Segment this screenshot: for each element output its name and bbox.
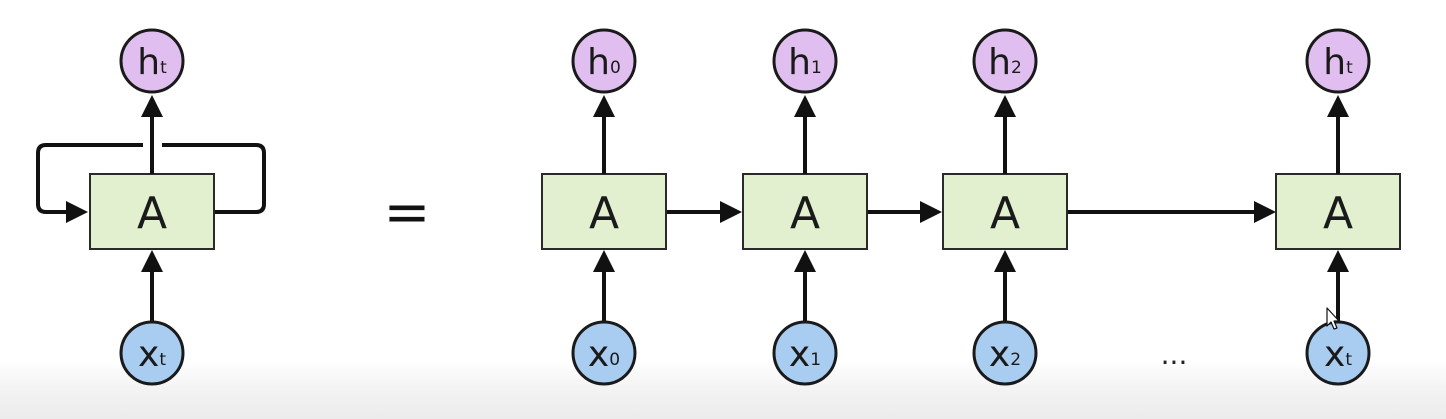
output-node <box>972 28 1038 94</box>
folded-cell-label: A <box>137 188 167 239</box>
mouse-cursor-icon <box>1326 307 1340 330</box>
timestep-2: A h2 x2 <box>942 28 1068 386</box>
folded-rnn: A ht xt <box>36 28 266 386</box>
unrolled-rnn: A h0 x0 A h1 x1 A <box>541 28 1401 386</box>
hidden-state-arrowhead <box>720 201 742 223</box>
cell-label: A <box>1323 188 1353 239</box>
input-arrowhead <box>593 250 615 272</box>
recurrent-loop-arrowhead <box>66 201 88 223</box>
folded-output-arrowhead <box>141 95 163 117</box>
output-node <box>772 28 838 94</box>
output-label: ht <box>1323 42 1353 83</box>
output-label: h2 <box>988 42 1022 83</box>
hidden-state-arrowhead <box>920 201 942 223</box>
input-node <box>1305 320 1371 386</box>
cell-box <box>1275 173 1401 250</box>
folded-cell-box <box>89 173 215 250</box>
input-arrowhead <box>794 250 816 272</box>
timestep-1: A h1 x1 <box>742 28 868 386</box>
output-node <box>1305 28 1371 94</box>
input-label: xt <box>1324 334 1352 375</box>
input-label: x1 <box>789 334 821 375</box>
output-label: h0 <box>587 42 621 83</box>
input-label: x0 <box>588 334 620 375</box>
input-node <box>571 320 637 386</box>
input-node <box>972 320 1038 386</box>
equals-sign: = <box>384 180 431 245</box>
output-arrowhead <box>994 95 1016 117</box>
input-node <box>772 320 838 386</box>
ellipsis: ... <box>1161 338 1188 371</box>
recurrent-loop-line <box>162 143 266 214</box>
output-node <box>571 28 637 94</box>
cell-box <box>541 173 667 250</box>
folded-output-label: ht <box>137 42 167 83</box>
cell-box <box>742 173 868 250</box>
output-arrowhead <box>593 95 615 117</box>
cell-box <box>942 173 1068 250</box>
input-arrowhead <box>1327 250 1349 272</box>
output-arrowhead <box>1327 95 1349 117</box>
folded-input-label: xt <box>138 334 166 375</box>
timestep-0: A h0 x0 <box>541 28 667 386</box>
recurrent-loop-line <box>36 143 143 214</box>
folded-output-node <box>119 28 185 94</box>
output-arrowhead <box>794 95 816 117</box>
output-label: h1 <box>788 42 822 83</box>
folded-input-node <box>119 320 185 386</box>
cell-label: A <box>990 188 1020 239</box>
folded-input-arrowhead <box>141 250 163 272</box>
timestep-t: A ht xt <box>1275 28 1401 386</box>
input-arrowhead <box>994 250 1016 272</box>
cell-label: A <box>589 188 619 239</box>
hidden-state-arrowhead <box>1254 201 1276 223</box>
input-label: x2 <box>989 334 1021 375</box>
cell-label: A <box>790 188 820 239</box>
